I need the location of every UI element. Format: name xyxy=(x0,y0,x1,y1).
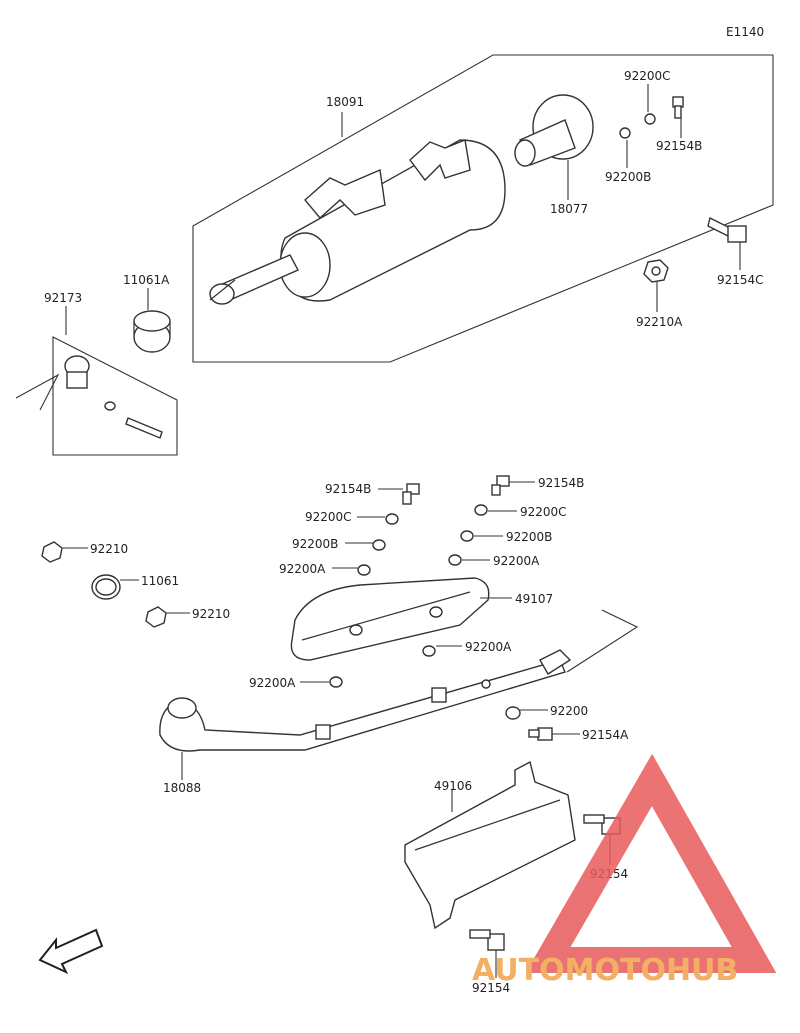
heat-shield-49106[interactable] xyxy=(404,760,576,930)
label-92200c-top: 92200C xyxy=(624,69,671,83)
bolt-92154a[interactable] xyxy=(528,727,553,741)
washers-mid-right[interactable] xyxy=(448,504,488,566)
front-arrow-icon xyxy=(38,928,104,975)
label-92200c-right: 92200C xyxy=(520,505,567,519)
label-92154b-top: 92154B xyxy=(656,139,702,153)
label-18088: 18088 xyxy=(163,781,201,795)
muffler-18091[interactable] xyxy=(209,139,506,305)
label-92154a: 92154A xyxy=(582,728,629,742)
label-11061a: 11061A xyxy=(123,273,170,287)
washer-92200a-lower-left[interactable] xyxy=(329,676,343,688)
label-49107: 49107 xyxy=(515,592,553,606)
label-92210-b: 92210 xyxy=(192,607,230,621)
washer-92200[interactable] xyxy=(505,706,521,720)
label-92200a-left: 92200A xyxy=(279,562,326,576)
bolt-92154b-right[interactable] xyxy=(491,475,510,496)
bolt-92154b-top[interactable] xyxy=(672,96,684,119)
label-92200b-top: 92200B xyxy=(605,170,651,184)
watermark-logo: AUTOMOTOHUB xyxy=(472,753,777,988)
nut-92210a[interactable] xyxy=(643,259,669,283)
label-18077: 18077 xyxy=(550,202,588,216)
bolt-92154b-left[interactable] xyxy=(402,483,420,505)
label-92200a-lower-left: 92200A xyxy=(249,676,296,690)
heat-guard-49107[interactable] xyxy=(290,577,490,661)
gasket-11061[interactable] xyxy=(91,574,121,600)
label-18091: 18091 xyxy=(326,95,364,109)
label-92200a-mid: 92200A xyxy=(465,640,512,654)
muffler-assembly-frame xyxy=(192,54,774,363)
label-92154b-left: 92154B xyxy=(325,482,371,496)
nut-92210-a[interactable] xyxy=(41,541,63,563)
label-11061: 11061 xyxy=(141,574,179,588)
label-92200a-right: 92200A xyxy=(493,554,540,568)
washer-92200c-top[interactable] xyxy=(644,113,656,125)
tailpipe-18077[interactable] xyxy=(514,94,594,167)
bolt-92154c[interactable] xyxy=(707,216,747,243)
label-92210-a: 92210 xyxy=(90,542,128,556)
label-92200c-left: 92200C xyxy=(305,510,352,524)
gasket-11061a[interactable] xyxy=(133,310,171,353)
label-92154b-right: 92154B xyxy=(538,476,584,490)
bolt-92154-bottom[interactable] xyxy=(469,929,505,951)
washer-92200b-top[interactable] xyxy=(619,127,631,139)
diagram-code: E1140 xyxy=(726,25,764,39)
exhaust-pipe-18088[interactable] xyxy=(159,649,572,752)
clamp-frame xyxy=(52,336,178,456)
label-49106: 49106 xyxy=(434,779,472,793)
washer-92200a-mid[interactable] xyxy=(422,645,436,657)
label-92173: 92173 xyxy=(44,291,82,305)
label-92154-bottom: 92154 xyxy=(472,981,510,995)
washers-mid-left[interactable] xyxy=(357,513,399,576)
label-92200b-left: 92200B xyxy=(292,537,338,551)
watermark-text: AUTOMOTOHUB xyxy=(472,953,738,988)
leader-lines xyxy=(15,84,741,978)
label-92210a: 92210A xyxy=(636,315,683,329)
nut-92210-b[interactable] xyxy=(145,606,167,628)
label-92200: 92200 xyxy=(550,704,588,718)
clamp-92173[interactable] xyxy=(64,355,163,439)
label-92200b-right: 92200B xyxy=(506,530,552,544)
label-92154c: 92154C xyxy=(717,273,764,287)
